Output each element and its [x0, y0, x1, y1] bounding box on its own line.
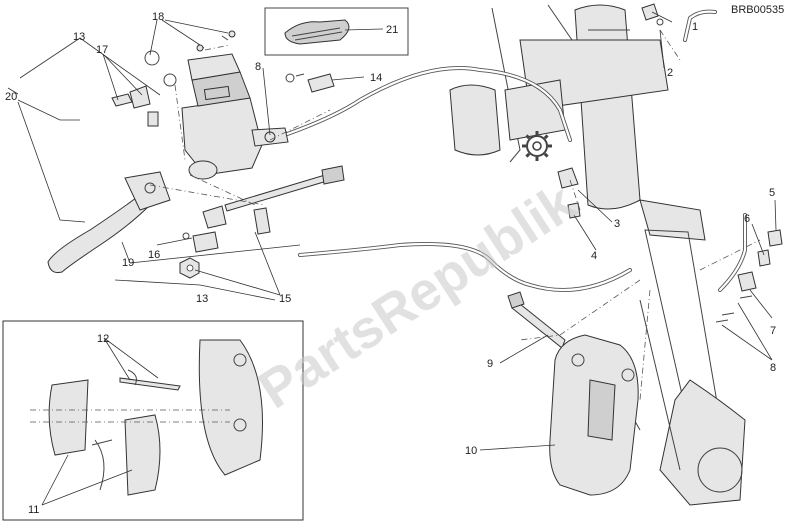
callout-16: 16: [148, 249, 160, 261]
callout-17: 17: [96, 44, 108, 56]
watermark: PartsRepublik: [249, 172, 587, 421]
callout-20: 20: [5, 91, 17, 103]
callout-14: 14: [370, 72, 382, 84]
screws-and-seals: [111, 30, 335, 127]
callout-19: 19: [122, 257, 134, 269]
master-cylinder: [181, 53, 289, 180]
assembly-centerlines: [149, 29, 761, 401]
callout-10: 10: [465, 445, 477, 457]
callout-5: 5: [769, 187, 775, 199]
callout-1: 1: [692, 21, 698, 33]
callout-7: 7: [770, 325, 776, 337]
hose-fittings: [557, 3, 783, 323]
callout-9: 9: [487, 358, 493, 370]
gear-icon: [522, 131, 552, 161]
pushrod-and-switch: [179, 165, 345, 279]
brake-pad-inset: [2, 320, 304, 521]
callout-4: 4: [591, 250, 597, 262]
callout-12: 12: [97, 333, 109, 345]
brake-caliper: [507, 291, 639, 496]
callout-2: 2: [667, 67, 673, 79]
callout-13: 13: [73, 31, 85, 43]
brake-lever: [47, 171, 171, 273]
brake-hose: [268, 9, 747, 292]
callout-18: 18: [152, 11, 164, 23]
callout-8: 8: [255, 61, 261, 73]
callout-8: 8: [770, 362, 776, 374]
diagram-code: BRB00535: [731, 4, 784, 16]
callout-11: 11: [28, 504, 39, 516]
leader-lines: [7, 11, 777, 506]
callout-13: 13: [196, 293, 208, 305]
callout-6: 6: [744, 213, 750, 225]
reservoir-cap-inset: [264, 7, 409, 56]
callout-15: 15: [279, 293, 291, 305]
callout-21: 21: [386, 24, 398, 36]
callout-3: 3: [614, 218, 620, 230]
